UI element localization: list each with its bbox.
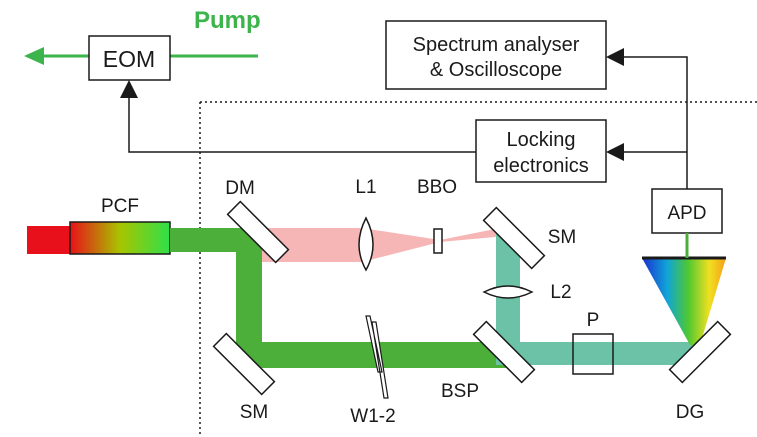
pump-label: Pump	[194, 7, 261, 34]
locking-arrow-head	[606, 143, 624, 161]
pcf-label: PCF	[101, 196, 139, 217]
beam-splitter	[472, 320, 536, 384]
sm-bottom-label: SM	[240, 402, 269, 423]
polariser	[572, 333, 614, 375]
apd-to-spectrum-line	[622, 56, 688, 189]
pump-arrow-head	[24, 47, 44, 65]
diffracted-spectrum	[642, 258, 726, 345]
w12-label: W1-2	[350, 406, 395, 427]
diffraction-grating	[668, 320, 732, 384]
steering-mirror-top	[482, 206, 546, 270]
spectrum-label-line2: & Oscilloscope	[430, 59, 562, 81]
bsp-label: BSP	[441, 381, 479, 402]
sm-top-label: SM	[548, 227, 577, 248]
shg-beam-out	[440, 228, 506, 242]
l2-label: L2	[550, 282, 571, 303]
spectrum-label-line1: Spectrum analyser	[413, 34, 580, 56]
spectrum-analyser-box	[385, 20, 607, 90]
mixed-beam-bottom	[496, 342, 700, 365]
bbo-crystal	[433, 228, 443, 254]
locking-label-line2: electronics	[493, 155, 589, 177]
locking-electronics-box	[475, 119, 607, 183]
lens-l2	[482, 285, 534, 299]
dm-label: DM	[225, 178, 255, 199]
green-beam-bottom	[236, 342, 510, 368]
pcf-fiber	[69, 221, 171, 255]
steering-mirror-bottom	[212, 332, 276, 396]
eom-label: EOM	[103, 46, 155, 72]
l1-label: L1	[355, 177, 376, 198]
dichroic-mirror	[226, 200, 290, 264]
locking-label-line1: Locking	[507, 129, 576, 151]
dg-label: DG	[676, 402, 705, 423]
waveplates	[365, 315, 389, 399]
apd-label: APD	[667, 203, 706, 224]
apd-box	[651, 188, 723, 234]
locking-to-eom-line	[128, 98, 476, 153]
shg-beam	[262, 228, 440, 262]
eom-arrow-head	[120, 80, 138, 98]
p-label: P	[587, 310, 600, 331]
lens-l1	[358, 216, 374, 272]
laser-source	[27, 226, 70, 254]
green-beam-down	[236, 228, 262, 342]
eom-box	[88, 35, 171, 81]
dotted-enclosure	[199, 101, 757, 437]
spectrum-arrow-head	[606, 48, 624, 66]
bbo-label: BBO	[417, 177, 457, 198]
